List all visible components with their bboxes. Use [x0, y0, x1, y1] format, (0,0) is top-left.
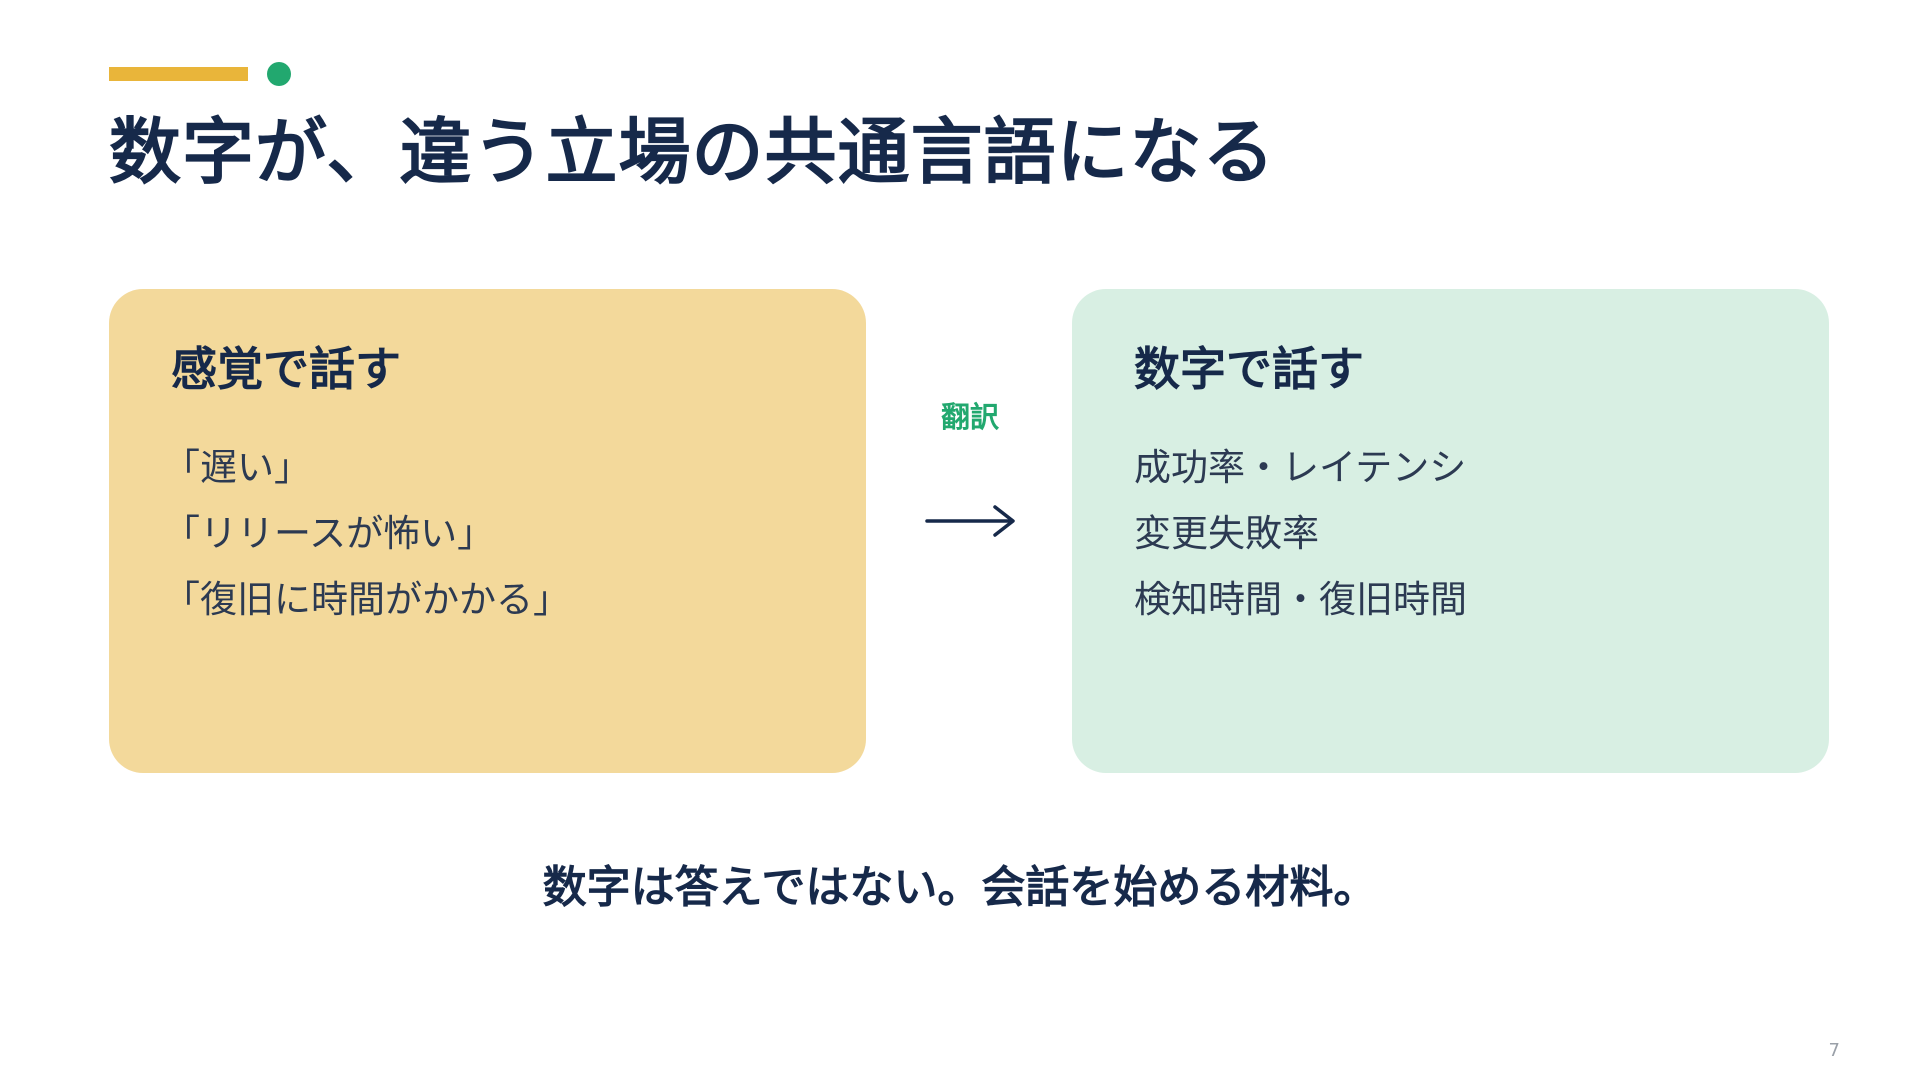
tagline: 数字は答えではない。会話を始める材料。: [542, 862, 1378, 913]
accent-dot: [267, 62, 291, 86]
numbers-card-heading: 数字で話す: [1134, 342, 1364, 396]
feeling-card-list: 「遅い」 「リリースが怖い」 「復旧に時間がかかる」: [163, 435, 866, 633]
numbers-card: 数字で話す 成功率・レイテンシ 変更失敗率 検知時間・復旧時間: [1072, 289, 1829, 773]
numbers-card-item: 変更失敗率: [1134, 512, 1319, 555]
right-arrow-icon: [925, 505, 1015, 537]
feeling-card-item: 「復旧に時間がかかる」: [163, 578, 570, 621]
accent-bar: [109, 67, 248, 81]
feeling-card-heading: 感覚で話す: [171, 342, 401, 396]
translate-label: 翻訳: [940, 400, 999, 434]
numbers-card-item: 検知時間・復旧時間: [1134, 578, 1467, 621]
slide-title: 数字が、違う立場の共通言語になる: [109, 110, 1276, 194]
numbers-card-list: 成功率・レイテンシ 変更失敗率 検知時間・復旧時間: [1134, 435, 1829, 633]
numbers-card-item: 成功率・レイテンシ: [1134, 446, 1467, 489]
page-number: 7: [1828, 1040, 1840, 1061]
feeling-card: 感覚で話す 「遅い」 「リリースが怖い」 「復旧に時間がかかる」: [109, 289, 866, 773]
feeling-card-item: 「リリースが怖い」: [163, 512, 495, 555]
feeling-card-item: 「遅い」: [163, 446, 311, 489]
